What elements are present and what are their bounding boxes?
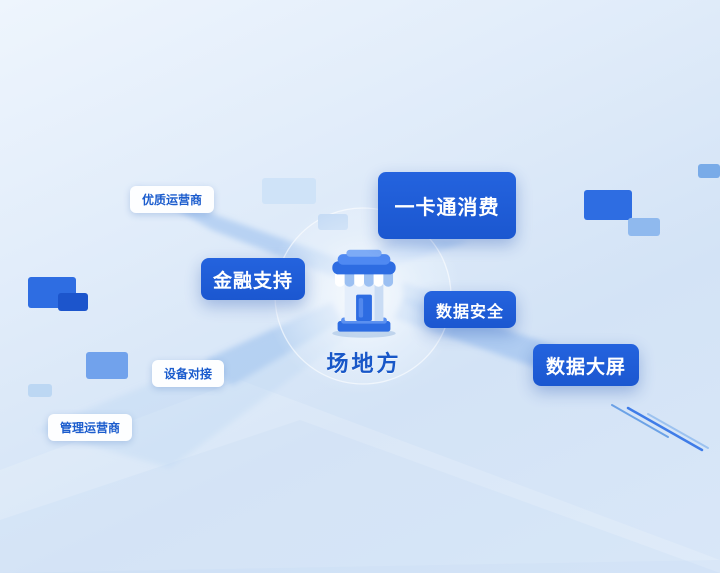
- center-label: 场地方: [326, 351, 402, 376]
- awning-stripes: [334, 271, 394, 287]
- node-data-dashboard: 数据大屏: [533, 344, 639, 386]
- node-financial-support: 金融支持: [201, 258, 305, 300]
- diagonal-lines: [611, 404, 709, 452]
- storefront-icon: [332, 249, 396, 338]
- soft-streaks: [0, 380, 720, 573]
- node-management-operator: 管理运营商: [48, 414, 133, 441]
- center-hub: 场地方: [314, 245, 414, 378]
- node-device-integration: 设备对接: [152, 360, 225, 387]
- node-premium-operator: 优质运营商: [130, 186, 215, 213]
- node-data-security: 数据安全: [424, 291, 516, 328]
- node-onecard-consumption: 一卡通消费: [378, 172, 516, 239]
